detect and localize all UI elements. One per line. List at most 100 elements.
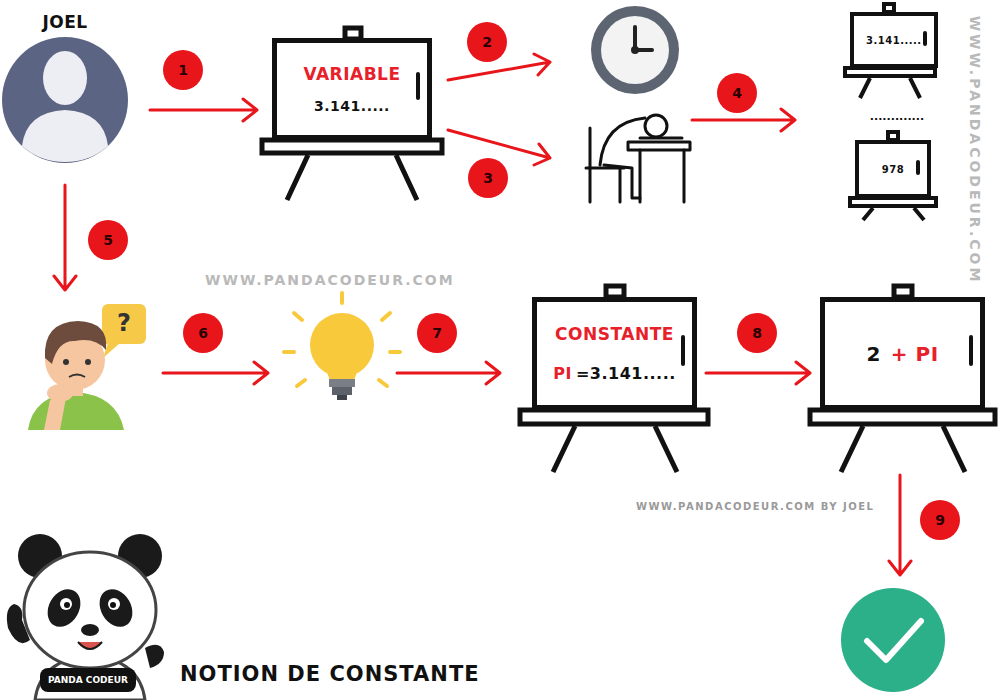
expression-term: + PI <box>891 342 939 366</box>
arrow <box>54 54 911 575</box>
clock-icon-part <box>631 46 639 54</box>
easel-part <box>888 132 898 140</box>
checkmark-icon-part <box>867 621 921 660</box>
lightbulb-icon-part-part <box>382 313 390 320</box>
callout-number: 3 <box>468 158 508 198</box>
easel-part <box>910 78 920 98</box>
mascot-name: PANDA CODEUR <box>48 675 128 685</box>
whiteboard: VARIABLE 3.141..... <box>272 38 432 140</box>
easel-part <box>553 426 575 472</box>
easel-part <box>860 78 870 98</box>
easel-part <box>655 426 677 472</box>
thinking-person-icon-part <box>63 359 69 365</box>
person-node: JOEL <box>0 12 130 177</box>
thinking-person-icon-part <box>45 321 106 364</box>
board-heading: CONSTANTE <box>555 324 674 344</box>
easel-part <box>845 68 935 76</box>
easel-part <box>850 198 936 206</box>
thinking-person-icon <box>28 304 146 430</box>
panda-mascot-part <box>81 624 99 636</box>
sleeping-person-icon-part <box>639 150 642 202</box>
arrow-part <box>448 130 550 165</box>
callout-number: 1 <box>163 50 203 90</box>
easel-part <box>943 426 965 472</box>
thinking-person-icon-part <box>47 384 73 402</box>
panda-mascot-part <box>41 583 87 633</box>
panda-mascot-part <box>7 604 30 643</box>
arrow-part <box>889 475 911 575</box>
easel-part <box>810 410 995 424</box>
question-mark: ? <box>117 309 131 337</box>
panda-mascot <box>7 534 164 700</box>
text-row: 2+ PI <box>866 342 938 366</box>
text-row: PI=3.141..... <box>553 364 676 383</box>
panda-mascot-part <box>108 598 120 610</box>
easel-part <box>606 286 624 297</box>
thinking-person-icon-part <box>28 392 124 430</box>
constant-value: =3.141..... <box>576 364 676 383</box>
avatar-icon-part <box>43 51 87 105</box>
sleeping-person-icon-part <box>628 142 690 150</box>
panda-mascot-part <box>93 583 139 633</box>
whiteboard: 3.141..... <box>850 12 938 68</box>
text-row: 3.141..... <box>314 98 390 114</box>
board-value: 3.141..... <box>866 35 922 46</box>
sleeping-person-icon-part <box>600 118 645 165</box>
text-row: JOEL <box>42 12 87 32</box>
panda-mascot-part <box>78 642 102 649</box>
lightbulb-icon <box>284 293 400 400</box>
person-name: JOEL <box>42 12 87 32</box>
text-row: CONSTANTE <box>555 324 674 344</box>
panda-mascot-part <box>24 552 156 668</box>
sleeping-person-icon <box>586 115 690 202</box>
panda-mascot-part <box>40 668 136 692</box>
avatar-icon-part <box>22 110 108 162</box>
lightbulb-icon-part-part <box>294 313 302 320</box>
lightbulb-icon-part <box>326 370 358 380</box>
easel-part <box>894 286 912 297</box>
callout-number: 8 <box>737 313 777 353</box>
watermark: WWW.PANDACODEUR.COM <box>205 272 455 288</box>
board-value: 3.141..... <box>314 98 390 114</box>
easel <box>262 28 442 200</box>
checkmark-icon <box>841 588 945 692</box>
lightbulb-icon-part-part <box>284 350 294 354</box>
lightbulb-icon-part <box>337 395 347 400</box>
easel-part <box>841 426 863 472</box>
board-marker <box>923 31 927 45</box>
panda-mascot-part <box>60 598 72 610</box>
callout-number: 6 <box>183 313 223 353</box>
sleeping-person-icon-part <box>640 137 682 140</box>
watermark: WWW.PANDACODEUR.COM BY JOEL <box>636 501 874 512</box>
lightbulb-icon-part-part <box>379 380 387 386</box>
sleeping-person-icon-part <box>604 165 640 198</box>
easel-part <box>262 140 442 153</box>
sleeping-person-icon-part <box>645 115 667 137</box>
arrow-part <box>163 362 268 384</box>
lightbulb-icon-part <box>329 379 355 387</box>
avatar-icon <box>2 37 128 163</box>
easel-part <box>914 208 924 220</box>
constant-name: PI <box>553 364 572 383</box>
text-row: VARIABLE <box>303 64 400 84</box>
callout-number: 5 <box>88 220 128 260</box>
board-marker <box>969 335 973 366</box>
sleeping-person-icon-part <box>589 128 592 202</box>
clock-icon <box>591 6 679 94</box>
callout-number: 2 <box>467 22 507 62</box>
board-marker <box>681 335 685 366</box>
easel <box>520 286 995 472</box>
callout-number: 4 <box>717 73 757 113</box>
clock-icon-part <box>601 16 669 84</box>
easel-part <box>863 208 873 220</box>
clock-icon-part <box>591 6 679 94</box>
board-value: 978 <box>882 164 904 175</box>
arrow-part <box>692 109 795 131</box>
board-marker <box>416 72 420 100</box>
sleeping-person-icon-part <box>619 168 622 202</box>
lightbulb-icon-part-part <box>390 350 400 354</box>
panda-mascot-part <box>110 602 116 608</box>
ellipsis: ............. <box>870 110 924 123</box>
